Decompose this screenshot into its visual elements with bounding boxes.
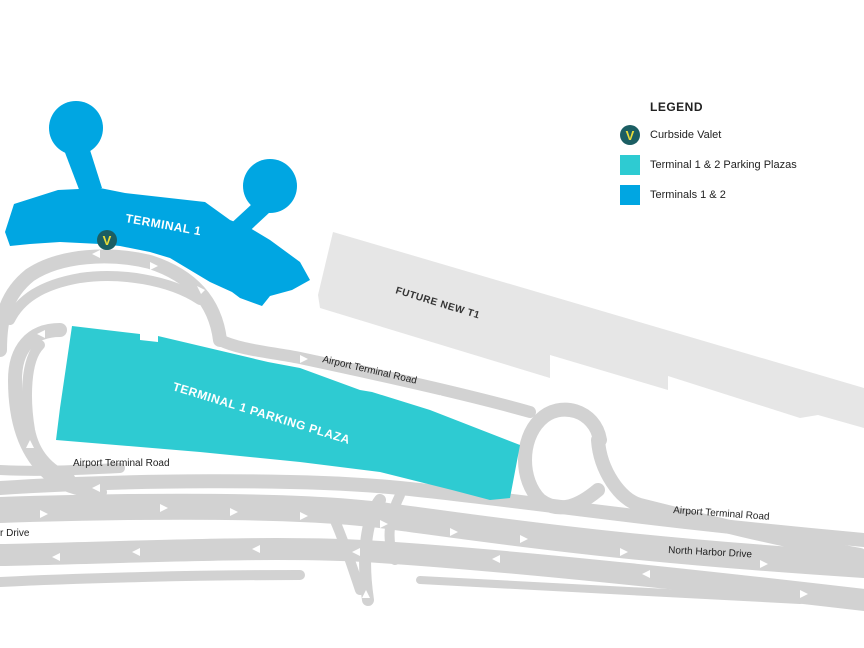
parking-plaza-swatch [620,155,640,175]
legend: LEGEND V Curbside Valet Terminal 1 & 2 P… [620,100,850,214]
legend-item-curbside-valet: V Curbside Valet [620,124,850,146]
curbside-valet-marker: V [97,230,117,250]
road-label-airport-terminal-road-left: Airport Terminal Road [73,458,170,469]
valet-icon: V [620,125,640,145]
terminal-1-main [5,188,310,306]
direction-arrows [26,250,808,598]
terminal-1-satellite-east [243,159,297,213]
terminal-1-building [5,101,310,306]
road-label-north-harbor-drive: North Harbor Drive [668,545,753,560]
terminal-1-satellite-west [49,101,103,155]
legend-label-curbside-valet: Curbside Valet [650,129,722,141]
legend-item-terminals: Terminals 1 & 2 [620,184,850,206]
terminal-swatch [620,185,640,205]
future-new-t1-area [318,232,864,428]
terminal-1-parking-plaza [56,326,520,500]
legend-label-parking-plazas: Terminal 1 & 2 Parking Plazas [650,159,797,171]
legend-title: LEGEND [650,100,704,114]
legend-label-terminals: Terminals 1 & 2 [650,189,726,201]
road-label-harbor-drive-fragment: r Drive [0,528,30,539]
legend-item-parking-plazas: Terminal 1 & 2 Parking Plazas [620,154,850,176]
road-network [0,249,864,611]
valet-marker-symbol: V [103,233,112,248]
